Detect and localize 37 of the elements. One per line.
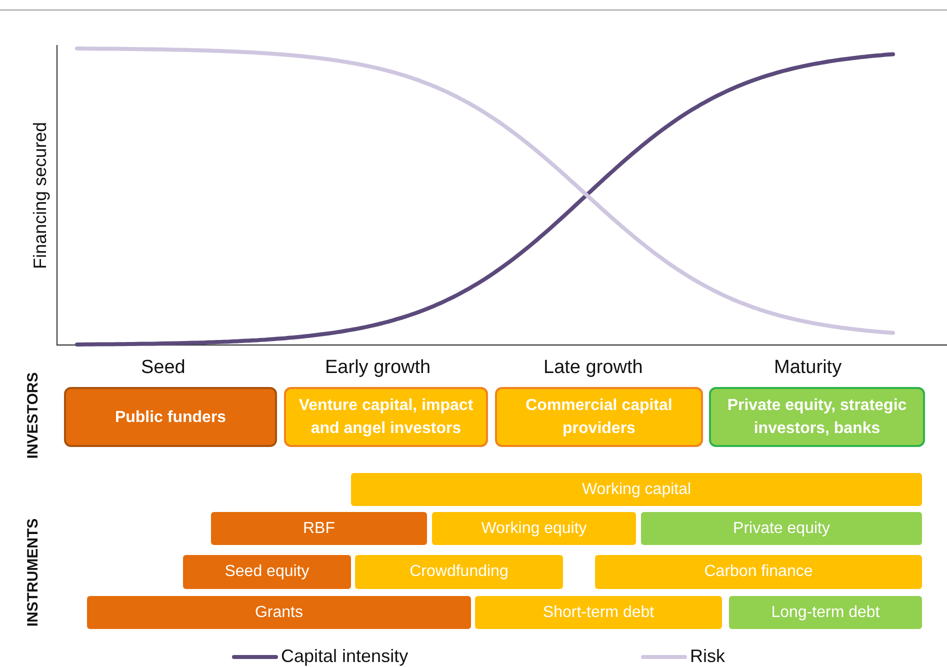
node-label: Private equity, strategic investors, banks [726, 396, 908, 439]
node-label: Long-term debt [771, 604, 880, 622]
stage-label: Maturity [774, 357, 842, 379]
node-label: Venture capital, impact and angel investors [298, 396, 474, 439]
instrument-bar [355, 555, 563, 589]
investor-box [284, 387, 488, 447]
section-title: INVESTORS [24, 372, 42, 458]
instrument-bar [351, 473, 922, 506]
node-label: Crowdfunding [410, 563, 508, 581]
node-label: Private equity [733, 520, 830, 538]
node-label: Commercial capital providers [524, 396, 674, 439]
stage-label: Seed [141, 357, 186, 379]
node-label: Working capital [582, 480, 692, 498]
legend-label: Capital intensity [281, 646, 408, 667]
node-label: Grants [254, 604, 303, 622]
instrument-bar [641, 512, 922, 545]
axis-title: Financing secured [30, 121, 51, 269]
instrument-bar [87, 596, 471, 629]
node-label: RBF [303, 520, 335, 538]
investor-box [495, 387, 703, 447]
instrument-bar [211, 512, 427, 545]
node-label: Seed equity [224, 563, 310, 581]
stage-label: Late growth [544, 357, 643, 379]
stage-label: Early growth [325, 357, 431, 379]
section-title: INSTRUMENTS [24, 518, 42, 626]
investor-box [709, 387, 925, 447]
node-label: Carbon finance [704, 563, 813, 581]
instrument-bar [729, 596, 922, 629]
legend-label: Risk [690, 646, 725, 667]
node-label: Working equity [481, 520, 587, 538]
investor-box [64, 387, 277, 447]
instrument-bar [595, 555, 922, 589]
node-label: Short-term debt [542, 604, 654, 622]
instrument-bar [432, 512, 636, 545]
instrument-bar [475, 596, 722, 629]
node-label: Public funders [114, 408, 226, 428]
instrument-bar [183, 555, 351, 589]
